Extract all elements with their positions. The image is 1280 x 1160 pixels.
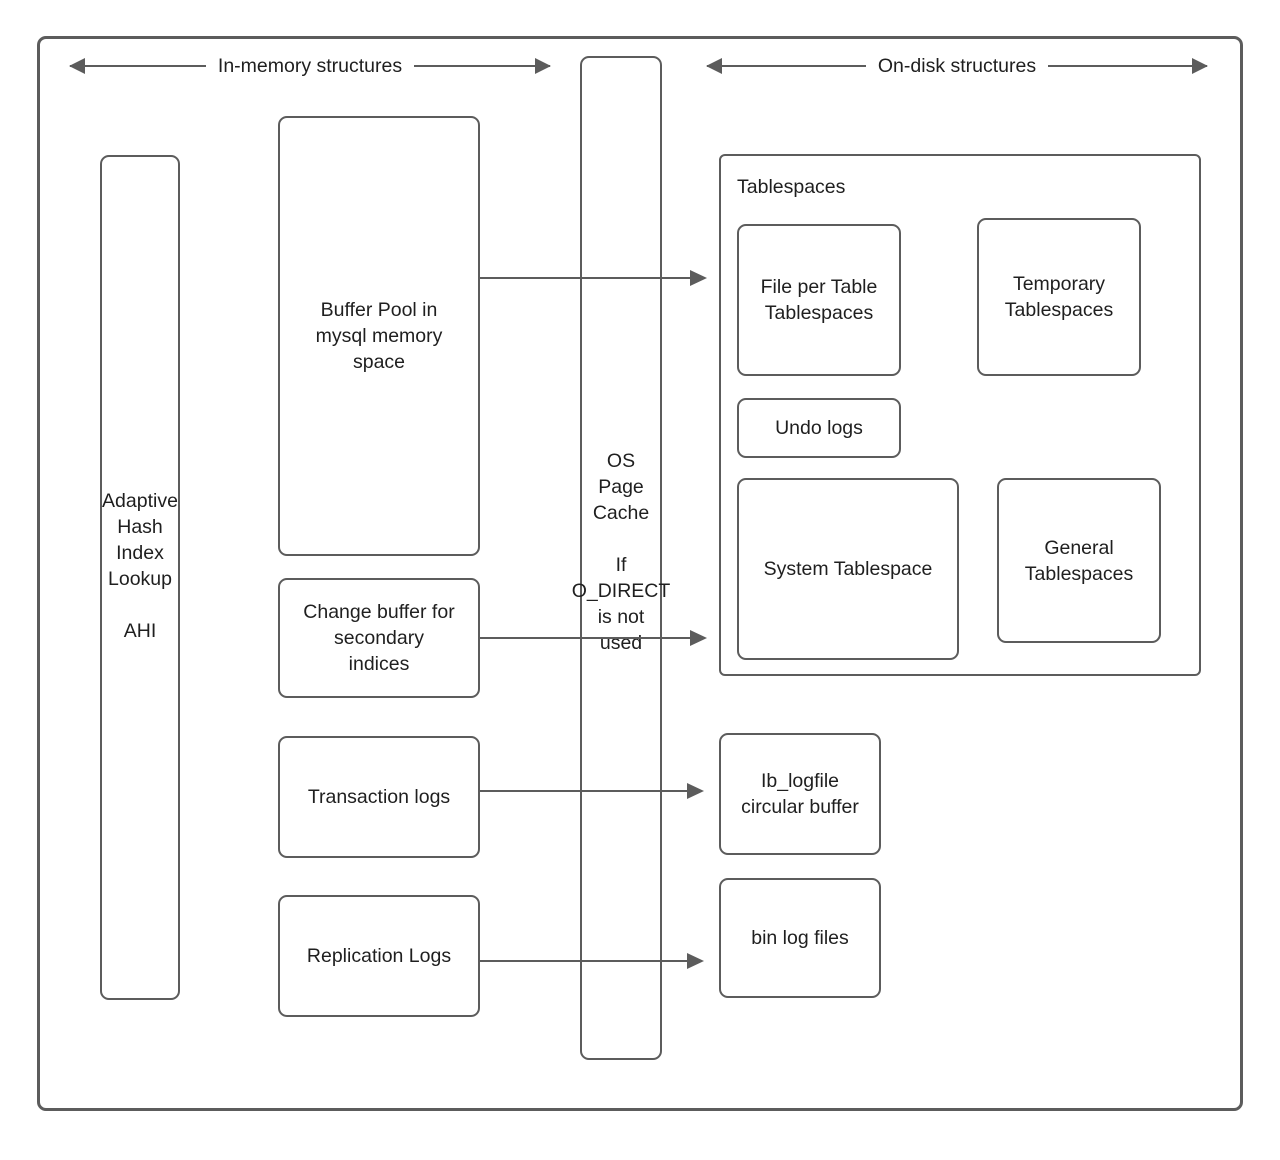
bin-log-files-box[interactable]: bin log files [719,878,881,998]
bin-log-files-label: bin log files [751,927,849,949]
replication-logs-box[interactable]: Replication Logs [278,895,480,1017]
connector-transaction-logs-to-ib-logfile [480,790,702,793]
undo-logs-box[interactable]: Undo logs [737,398,901,458]
os-page-cache-box[interactable] [580,56,662,1060]
in-memory-right-arrow [414,64,551,68]
buffer-pool-label: Buffer Pool in mysql memory space [315,299,443,373]
buffer-pool-box[interactable]: Buffer Pool in mysql memory space [278,116,480,556]
tablespaces-title: Tablespaces [737,176,846,198]
general-tablespaces-label: General Tablespaces [1024,536,1134,585]
replication-logs-label: Replication Logs [306,945,452,967]
transaction-logs-label: Transaction logs [307,786,451,808]
in-memory-header: In-memory structures [70,53,551,79]
change-buffer-box[interactable]: Change buffer for secondary indices [278,578,480,698]
connector-buffer-pool-to-file-per-table [480,277,705,280]
system-tablespace-label: System Tablespace [763,558,933,580]
system-tablespace-box[interactable]: System Tablespace [737,478,959,660]
temporary-tablespaces-label: Temporary Tablespaces [1004,273,1114,321]
on-disk-left-arrow [707,64,866,68]
ib-logfile-label: Ib_logfile circular buffer [741,770,859,818]
connector-change-buffer-to-system-tablespace [480,637,705,640]
adaptive-hash-index-box[interactable] [100,155,180,1000]
in-memory-left-arrow [70,64,206,68]
outer-frame [37,36,1243,1111]
change-buffer-label: Change buffer for secondary indices [303,601,455,675]
on-disk-header: On-disk structures [707,53,1207,79]
in-memory-header-label: In-memory structures [217,55,403,77]
file-per-table-tablespaces-box[interactable]: File per Table Tablespaces [737,224,901,376]
connector-replication-logs-to-bin-log-files [480,960,702,963]
transaction-logs-box[interactable]: Transaction logs [278,736,480,858]
on-disk-right-arrow [1048,64,1207,68]
file-per-table-tablespaces-label: File per Table Tablespaces [760,276,878,324]
undo-logs-label: Undo logs [775,417,863,439]
tablespaces-group-box[interactable] [719,154,1201,676]
temporary-tablespaces-box[interactable]: Temporary Tablespaces [977,218,1141,376]
on-disk-header-label: On-disk structures [877,55,1037,77]
general-tablespaces-box[interactable]: General Tablespaces [997,478,1161,643]
ib-logfile-box[interactable]: Ib_logfile circular buffer [719,733,881,855]
